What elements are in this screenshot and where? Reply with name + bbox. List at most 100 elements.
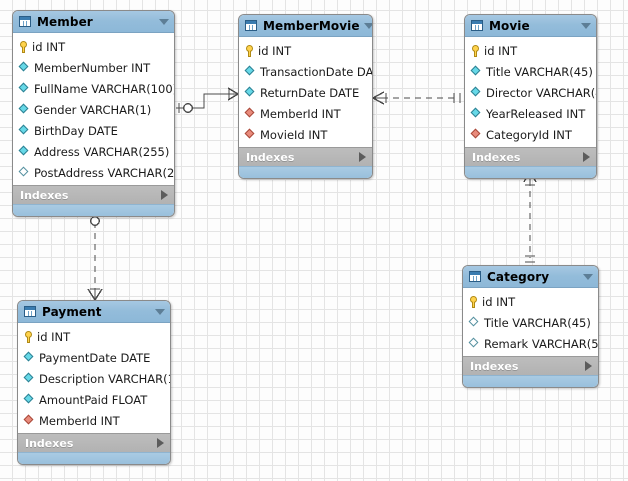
- column-icon: [471, 87, 482, 98]
- triangle-right-icon[interactable]: [585, 361, 592, 371]
- table-icon: [19, 16, 31, 27]
- indexes-section-member[interactable]: Indexes: [13, 185, 174, 204]
- indexes-section-membermovie[interactable]: Indexes: [239, 147, 372, 166]
- column-icon: [471, 66, 482, 77]
- column-row[interactable]: YearReleased INT: [465, 103, 596, 124]
- column-row[interactable]: CategoryId INT: [465, 124, 596, 145]
- entity-footer: [463, 375, 598, 387]
- column-label: BirthDay DATE: [34, 123, 118, 138]
- indexes-label: Indexes: [25, 436, 74, 450]
- column-row[interactable]: Director VARCHAR(45): [465, 82, 596, 103]
- column-row[interactable]: Gender VARCHAR(1): [13, 99, 174, 120]
- column-row[interactable]: PaymentDate DATE: [18, 347, 170, 368]
- column-label: Title VARCHAR(45): [486, 64, 593, 79]
- column-row[interactable]: MovieId INT: [239, 124, 372, 145]
- column-icon: [19, 104, 30, 115]
- indexes-section-category[interactable]: Indexes: [463, 356, 598, 375]
- entity-header-membermovie[interactable]: MemberMovie: [239, 15, 372, 37]
- foreign-key-icon: [245, 108, 256, 119]
- column-list: id INT PaymentDate DATE Description VARCHA…: [18, 323, 170, 433]
- column-label: YearReleased INT: [486, 106, 586, 121]
- column-label: Director VARCHAR(45): [486, 85, 596, 100]
- primary-key-icon: [19, 40, 28, 53]
- primary-key-icon: [471, 44, 480, 57]
- column-icon: [24, 394, 35, 405]
- indexes-section-payment[interactable]: Indexes: [18, 433, 170, 452]
- column-row[interactable]: PostAddress VARCHAR(255): [13, 162, 174, 183]
- primary-key-icon: [24, 330, 33, 343]
- nullable-column-icon: [19, 167, 30, 178]
- column-row[interactable]: id INT: [13, 36, 174, 57]
- indexes-label: Indexes: [472, 150, 521, 164]
- relationship-member-payment[interactable]: [87, 212, 103, 301]
- entity-footer: [13, 204, 174, 216]
- indexes-section-movie[interactable]: Indexes: [465, 147, 596, 166]
- column-label: Description VARCHAR(100): [39, 371, 170, 386]
- column-row[interactable]: id INT: [465, 40, 596, 61]
- column-icon: [19, 83, 30, 94]
- column-row[interactable]: id INT: [463, 291, 598, 312]
- column-label: Address VARCHAR(255): [34, 144, 170, 159]
- column-row[interactable]: FullName VARCHAR(100): [13, 78, 174, 99]
- primary-key-icon: [469, 295, 478, 308]
- foreign-key-icon: [471, 129, 482, 140]
- column-row[interactable]: MemberId INT: [18, 410, 170, 431]
- entity-header-movie[interactable]: Movie: [465, 15, 596, 37]
- column-row[interactable]: Address VARCHAR(255): [13, 141, 174, 162]
- column-row[interactable]: Title VARCHAR(45): [463, 312, 598, 333]
- column-row[interactable]: id INT: [18, 326, 170, 347]
- foreign-key-icon: [245, 129, 256, 140]
- column-list: id INT Title VARCHAR(45) Director VARCHAR(…: [465, 37, 596, 147]
- column-label: Title VARCHAR(45): [484, 315, 591, 330]
- entity-table-movie[interactable]: Movie id INT Title VARCHAR(45) Director VAR…: [464, 14, 597, 179]
- triangle-right-icon[interactable]: [161, 190, 168, 200]
- chevron-down-icon[interactable]: [155, 308, 165, 315]
- column-row[interactable]: Remark VARCHAR(500): [463, 333, 598, 354]
- entity-table-payment[interactable]: Payment id INT PaymentDate DATE Description…: [17, 300, 171, 465]
- triangle-right-icon[interactable]: [583, 152, 590, 162]
- primary-key-icon: [245, 44, 254, 57]
- relationship-membermovie-movie[interactable]: [372, 91, 461, 105]
- table-icon: [24, 306, 36, 317]
- column-row[interactable]: TransactionDate DATE: [239, 61, 372, 82]
- entity-name: Movie: [489, 18, 530, 33]
- entity-header-member[interactable]: Member: [13, 11, 174, 33]
- column-row[interactable]: AmountPaid FLOAT: [18, 389, 170, 410]
- column-row[interactable]: MemberId INT: [239, 103, 372, 124]
- entity-footer: [465, 166, 596, 178]
- entity-header-payment[interactable]: Payment: [18, 301, 170, 323]
- column-label: AmountPaid FLOAT: [39, 392, 148, 407]
- chevron-down-icon[interactable]: [363, 22, 372, 29]
- column-label: PostAddress VARCHAR(255): [34, 165, 175, 180]
- column-row[interactable]: id INT: [239, 40, 372, 61]
- entity-header-category[interactable]: Category: [463, 266, 598, 288]
- column-row[interactable]: MemberNumber INT: [13, 57, 174, 78]
- indexes-label: Indexes: [20, 188, 69, 202]
- column-label: Remark VARCHAR(500): [484, 336, 599, 351]
- column-list: id INT Title VARCHAR(45) Remark VARCHAR(50…: [463, 288, 598, 356]
- column-label: Gender VARCHAR(1): [34, 102, 152, 117]
- column-row[interactable]: ReturnDate DATE: [239, 82, 372, 103]
- triangle-right-icon[interactable]: [157, 438, 164, 448]
- chevron-down-icon[interactable]: [581, 22, 591, 29]
- entity-table-category[interactable]: Category id INT Title VARCHAR(45) Remark VA…: [462, 265, 599, 388]
- column-row[interactable]: Description VARCHAR(100): [18, 368, 170, 389]
- column-row[interactable]: Title VARCHAR(45): [465, 61, 596, 82]
- chevron-down-icon[interactable]: [583, 273, 593, 280]
- chevron-down-icon[interactable]: [159, 18, 169, 25]
- table-icon: [471, 20, 483, 31]
- triangle-right-icon[interactable]: [359, 152, 366, 162]
- column-row[interactable]: BirthDay DATE: [13, 120, 174, 141]
- column-label: ReturnDate DATE: [260, 85, 360, 100]
- entity-name: Category: [487, 269, 550, 284]
- relationship-member-membermovie[interactable]: [176, 87, 239, 113]
- column-label: MovieId INT: [260, 127, 328, 142]
- entity-name: Member: [37, 14, 93, 29]
- column-label: id INT: [37, 329, 71, 344]
- relationship-movie-category[interactable]: [523, 170, 537, 263]
- column-icon: [19, 62, 30, 73]
